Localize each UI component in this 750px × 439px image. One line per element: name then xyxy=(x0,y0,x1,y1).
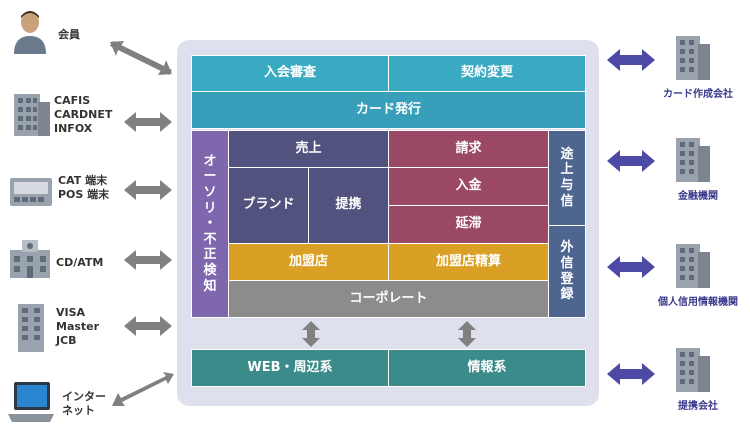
credit-extension-box: 途上与信 xyxy=(548,130,586,226)
entity-label-atm: CD/ATM xyxy=(56,256,104,269)
arrow-member xyxy=(110,41,172,75)
person-icon xyxy=(14,11,46,54)
entity-label-brands: VISA Master JCB xyxy=(56,306,100,347)
arrow-atm xyxy=(124,250,172,270)
delinquency-box: 延滞 xyxy=(388,205,549,244)
admission-review-box: 入会審査 xyxy=(191,55,389,92)
sales-box: 売上 xyxy=(228,130,389,168)
entity-label-financial: 金融機関 xyxy=(678,191,718,202)
entity-label-credit-bureau: 個人信用情報機関 xyxy=(658,297,738,308)
arrow-credit-bureau xyxy=(607,256,655,278)
arrow-internet xyxy=(112,372,174,406)
card-issuance-box: カード発行 xyxy=(191,91,586,129)
bank-icon xyxy=(10,240,50,278)
information-system-box: 情報系 xyxy=(388,349,586,387)
arrow-card-maker xyxy=(607,49,655,71)
merchant-settlement-box: 加盟店精算 xyxy=(388,243,549,281)
contract-change-box: 契約変更 xyxy=(388,55,586,92)
arrow-financial xyxy=(607,150,655,172)
entity-label-networks: CAFIS CARDNET INFOX xyxy=(54,94,113,135)
entity-label-member: 会員 xyxy=(58,28,80,41)
authorization-fraud-box: オーソリ・不正検知 xyxy=(191,130,229,318)
external-credit-registry-box: 外信登録 xyxy=(548,225,586,318)
entity-label-card-maker: カード作成会社 xyxy=(663,89,733,100)
billing-box: 請求 xyxy=(388,130,549,168)
terminal-icon xyxy=(10,178,52,206)
arrow-brands xyxy=(124,316,172,336)
entity-label-partner: 提携会社 xyxy=(678,401,718,412)
building-icon xyxy=(676,244,710,288)
payment-box: 入金 xyxy=(388,167,549,206)
laptop-icon xyxy=(8,382,54,422)
merchant-box: 加盟店 xyxy=(228,243,389,281)
brand-box: ブランド xyxy=(228,167,309,244)
partnership-box: 提携 xyxy=(308,167,389,244)
entity-label-terminals: CAT 端末 POS 端末 xyxy=(58,174,110,201)
building-icon xyxy=(18,304,44,352)
arrow-info-link xyxy=(458,321,476,347)
web-peripheral-box: WEB・周辺系 xyxy=(191,349,389,387)
arrow-networks xyxy=(124,112,172,132)
building-icon xyxy=(676,138,710,182)
building-icon xyxy=(676,36,710,80)
arrow-terminals xyxy=(124,180,172,200)
arrow-partner xyxy=(607,363,655,385)
building-icon xyxy=(676,348,710,392)
corporate-box: コーポレート xyxy=(228,280,549,318)
building-icon xyxy=(14,94,50,136)
entity-label-internet: インター ネット xyxy=(62,390,106,417)
arrow-web-link xyxy=(302,321,320,347)
